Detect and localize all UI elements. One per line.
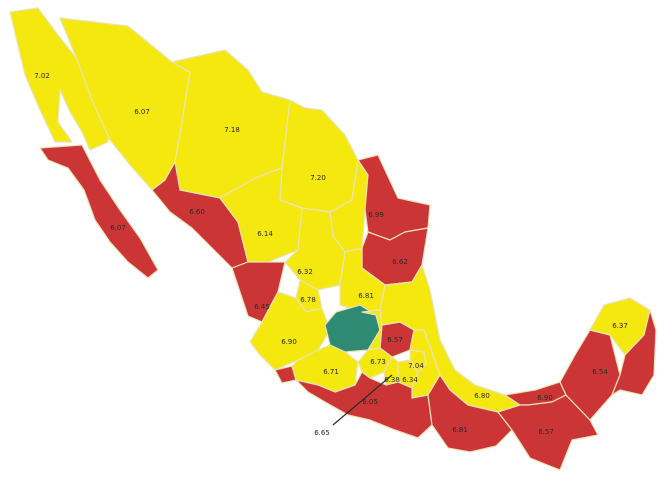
state-label-cdmx: 6.38 <box>384 376 400 384</box>
state-label-baja-california: 7.02 <box>34 72 50 80</box>
state-label-campeche: 6.54 <box>592 368 608 376</box>
state-label-coahuila: 7.20 <box>310 174 326 182</box>
state-label-tamaulipas-south: 6.62 <box>392 258 408 266</box>
state-label-chihuahua: 7.18 <box>224 126 240 134</box>
state-coahuila <box>279 99 359 213</box>
state-label-aguascalientes: 6.78 <box>300 296 316 304</box>
state-baja-california-sur <box>39 144 159 279</box>
state-tamaulipas-north <box>357 154 431 241</box>
state-quintana-roo <box>611 309 657 396</box>
state-chiapas <box>497 394 599 471</box>
state-baja-california <box>9 7 111 151</box>
state-label-tlaxcala: 7.04 <box>408 362 424 370</box>
state-label-hidalgo: 6.57 <box>387 336 403 344</box>
callout-label-cdmx-callout: 6.65 <box>314 429 330 437</box>
state-guerrero <box>295 371 433 439</box>
state-label-michoacan: 6.71 <box>323 368 339 376</box>
state-label-baja-california-sur: 6.07 <box>110 224 126 232</box>
state-label-estado-de-mexico: 6.73 <box>370 358 386 366</box>
state-label-oaxaca: 6.81 <box>452 426 468 434</box>
state-label-sonora: 6.07 <box>134 108 150 116</box>
state-label-yucatan: 6.37 <box>612 322 628 330</box>
state-zacatecas <box>284 207 346 291</box>
state-label-san-luis-potosi: 6.81 <box>358 292 374 300</box>
state-label-chiapas: 6.57 <box>538 428 554 436</box>
state-label-durango: 6.14 <box>257 230 273 238</box>
callout-layer: 6.65 <box>314 374 393 437</box>
state-label-sinaloa: 6.60 <box>189 208 205 216</box>
state-label-zacatecas: 6.32 <box>297 268 313 276</box>
state-label-veracruz: 6.80 <box>474 392 490 400</box>
state-label-tamaulipas-north: 6.99 <box>368 211 384 219</box>
state-label-tabasco: 6.90 <box>537 394 553 402</box>
labels-layer: 7.02 6.07 6.07 7.18 7.20 6.99 6.62 6.60 6.14 6.32… <box>34 72 628 436</box>
callout-leader-line <box>332 374 393 426</box>
state-jalisco <box>249 291 331 371</box>
state-label-nayarit: 6.45 <box>254 303 270 311</box>
state-label-morelos: 6.34 <box>402 376 418 384</box>
states-layer <box>9 7 657 471</box>
state-label-guerrero: 6.05 <box>362 398 378 406</box>
state-label-jalisco: 6.90 <box>281 338 297 346</box>
